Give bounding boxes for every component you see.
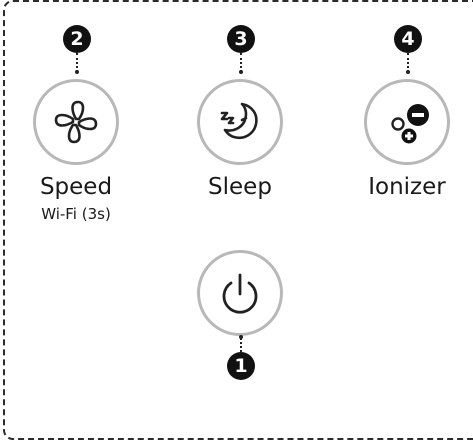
callout-dot-3 — [239, 70, 243, 74]
speed-sublabel: Wi-Fi (3s) — [41, 205, 111, 223]
callout-connector-3 — [240, 53, 242, 72]
callout-dot-4 — [406, 70, 410, 74]
callout-badge-2: 2 — [63, 25, 91, 53]
speed-label: Speed — [39, 174, 113, 200]
power-button[interactable] — [197, 250, 283, 336]
fan-icon — [54, 100, 98, 144]
power-icon — [222, 273, 258, 314]
sleep-button[interactable] — [197, 79, 283, 165]
callout-dot-2 — [75, 70, 79, 74]
callout-badge-4: 4 — [394, 25, 422, 53]
callout-connector-1 — [240, 338, 242, 352]
callout-connector-4 — [407, 53, 409, 72]
sleep-label: Sleep — [208, 174, 272, 200]
callout-connector-2 — [76, 53, 78, 72]
callout-badge-1: 1 — [227, 352, 255, 380]
callout-dot-1 — [239, 335, 243, 339]
speed-button[interactable] — [33, 79, 119, 165]
callout-badge-3: 3 — [227, 25, 255, 53]
moon-sleep-icon — [220, 102, 258, 140]
ionizer-label: Ionizer — [368, 174, 446, 200]
ionizer-icon — [391, 104, 429, 144]
ionizer-button[interactable] — [364, 79, 450, 165]
